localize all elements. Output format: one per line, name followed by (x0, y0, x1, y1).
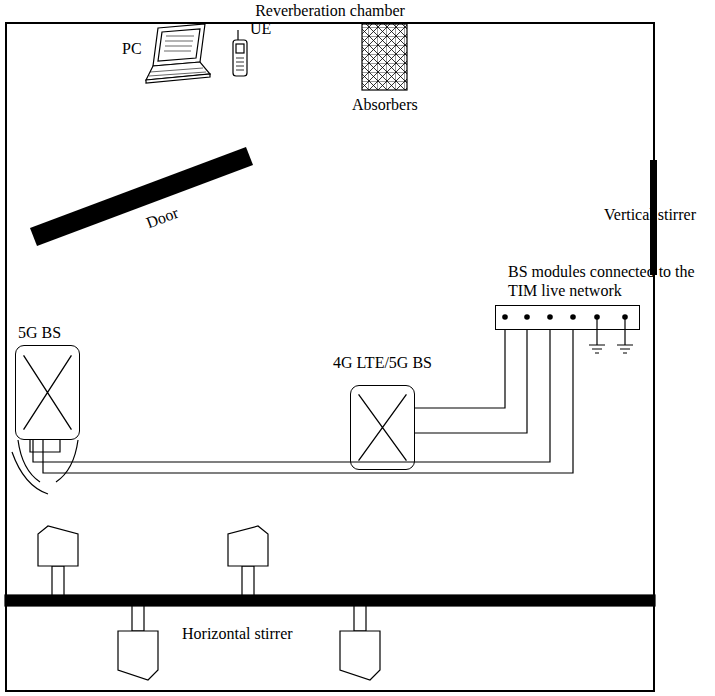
cable-line (33, 330, 550, 462)
part-label: Door (143, 204, 180, 233)
part-label: Absorbers (352, 96, 418, 114)
base-station-box: 4G LTE/5G BS (350, 385, 415, 470)
device-label: UE (250, 20, 271, 38)
laptop-icon (146, 24, 210, 83)
cable-line (415, 330, 527, 433)
part-label: Horizontal stirrer (182, 625, 293, 643)
device-label: PC (122, 40, 142, 58)
cross-mark (16, 346, 79, 439)
part-label: Vertical stirrer (604, 206, 696, 224)
base-station-box: 5G BS (15, 345, 80, 440)
node-label: Reverberation chamber (255, 2, 405, 20)
chamber-box: Reverberation chamber5G BS4G LTE/5G BS (5, 22, 655, 692)
node-label: 4G LTE/5G BS (333, 354, 432, 372)
terminal-strip: BS modules connected to the TIM live net… (495, 305, 640, 330)
horizontal-stirrer (5, 526, 655, 680)
cable-line (43, 330, 573, 473)
node-label: 5G BS (18, 324, 61, 342)
node-label: BS modules connected to the TIM live net… (508, 263, 704, 300)
terminal-pins (502, 314, 628, 320)
ground-symbol (589, 317, 633, 353)
absorber-block (362, 24, 407, 90)
cross-mark (351, 386, 414, 469)
phone-icon (233, 30, 247, 76)
antenna-curves (12, 440, 78, 494)
vertical-stirrer (30, 147, 253, 246)
